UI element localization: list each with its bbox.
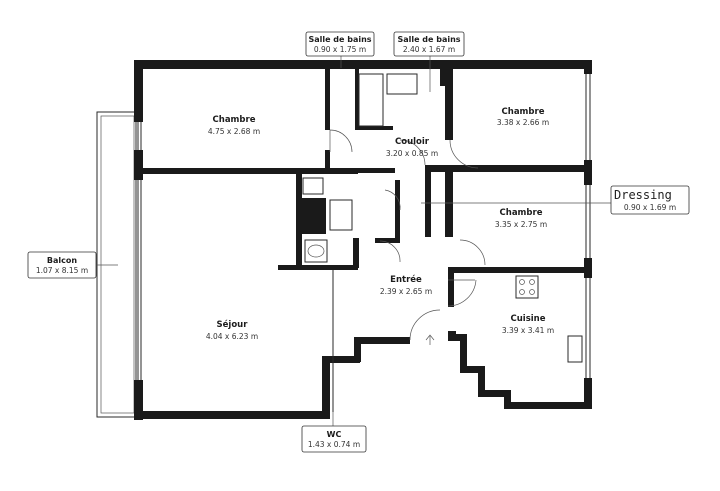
room-dimensions: 2.39 x 2.65 m <box>380 287 432 296</box>
room-dimensions: 3.20 x 0.85 m <box>386 149 438 158</box>
room-label-chambre-3: Chambre 3.35 x 2.75 m <box>495 208 547 229</box>
callout-salle-de-bains-2: Salle de bains 2.40 x 1.67 m <box>393 31 465 57</box>
room-name: Séjour <box>217 319 249 330</box>
callout-name: WC <box>327 430 342 439</box>
leader-lines <box>96 55 612 426</box>
callout-dimensions: 2.40 x 1.67 m <box>403 45 455 54</box>
callout-dressing: Dressing 0.90 x 1.69 m <box>610 185 690 215</box>
callout-dimensions: 0.90 x 1.69 m <box>624 203 676 212</box>
room-name: Chambre <box>213 115 256 125</box>
doors <box>329 129 486 341</box>
room-dimensions: 3.39 x 3.41 m <box>502 326 554 335</box>
room-name: Chambre <box>500 208 543 218</box>
room-dimensions: 3.38 x 2.66 m <box>497 118 549 127</box>
room-name: Couloir <box>395 137 430 147</box>
callout-name: Balcon <box>47 256 77 265</box>
callout-salle-de-bains-1: Salle de bains 0.90 x 1.75 m <box>305 31 375 57</box>
room-dimensions: 3.35 x 2.75 m <box>495 220 547 229</box>
balcony <box>96 111 139 418</box>
callout-name-handwritten: Dressing <box>614 188 672 202</box>
callout-dimensions: 1.43 x 0.74 m <box>308 440 360 449</box>
room-name: Cuisine <box>511 314 546 324</box>
room-dimensions: 4.75 x 2.68 m <box>208 127 260 136</box>
callout-name: Salle de bains <box>397 35 460 44</box>
room-label-sejour: Séjour 4.04 x 6.23 m <box>206 319 258 341</box>
callout-wc: WC 1.43 x 0.74 m <box>301 425 367 453</box>
room-dimensions: 4.04 x 6.23 m <box>206 332 258 341</box>
room-label-chambre-2: Chambre 3.38 x 2.66 m <box>497 107 549 127</box>
room-label-entree: Entrée 2.39 x 2.65 m <box>380 274 432 296</box>
room-name: Entrée <box>390 274 422 285</box>
room-label-chambre-1: Chambre 4.75 x 2.68 m <box>208 115 260 136</box>
fixtures <box>302 73 583 363</box>
callout-dimensions: 1.07 x 8.15 m <box>36 266 88 275</box>
room-name: Chambre <box>502 107 545 117</box>
callout-name: Salle de bains <box>308 35 371 44</box>
windows <box>135 74 591 380</box>
room-label-couloir: Couloir 3.20 x 0.85 m <box>386 137 438 158</box>
interior-walls <box>136 68 585 412</box>
callout-balcon: Balcon 1.07 x 8.15 m <box>27 251 97 279</box>
callout-dimensions: 0.90 x 1.75 m <box>314 45 366 54</box>
room-label-cuisine: Cuisine 3.39 x 3.41 m <box>502 314 554 335</box>
exterior-walls <box>134 60 592 420</box>
